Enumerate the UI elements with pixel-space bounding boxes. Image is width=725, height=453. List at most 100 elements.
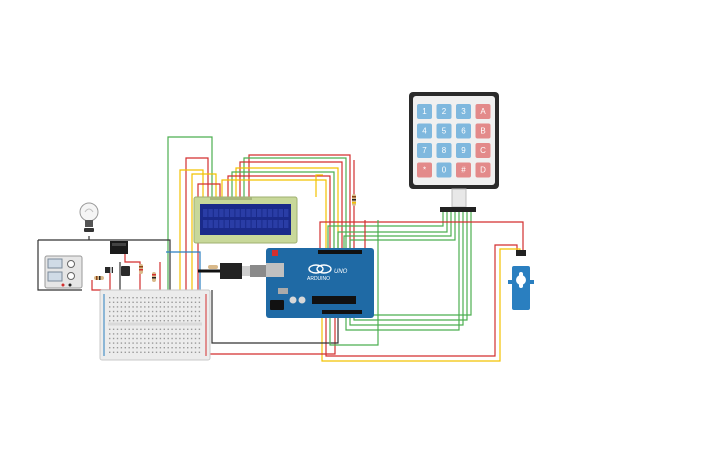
breadboard-hole bbox=[159, 315, 162, 317]
breadboard-hole bbox=[120, 351, 123, 353]
breadboard-hole bbox=[148, 320, 150, 322]
breadboard-hole bbox=[167, 347, 169, 349]
breadboard-hole bbox=[171, 347, 173, 349]
lcd-cell bbox=[251, 209, 256, 217]
lcd-cell bbox=[273, 209, 278, 217]
lcd-cell bbox=[257, 220, 262, 228]
breadboard-hole bbox=[128, 333, 130, 335]
breadboard-hole bbox=[148, 342, 150, 344]
breadboard-hole bbox=[109, 310, 111, 313]
breadboard-hole bbox=[167, 328, 169, 330]
breadboard-hole bbox=[190, 301, 193, 303]
lcd-cell bbox=[284, 209, 289, 217]
breadboard-hole bbox=[124, 320, 126, 322]
keypad-key-label: C bbox=[480, 146, 486, 155]
breadboard-hole bbox=[148, 310, 150, 313]
breadboard-hole bbox=[183, 310, 185, 313]
breadboard-hole bbox=[109, 328, 111, 330]
breadboard-hole bbox=[175, 297, 177, 299]
breadboard-hole bbox=[163, 328, 165, 330]
breadboard-hole bbox=[128, 347, 130, 349]
keypad-key bbox=[436, 123, 452, 139]
wire-red bbox=[319, 221, 524, 252]
lcd-cell bbox=[203, 220, 208, 228]
breadboard-hole bbox=[136, 301, 138, 303]
breadboard-hole bbox=[194, 315, 197, 317]
breadboard-hole bbox=[187, 297, 189, 299]
lcd-cell bbox=[230, 209, 235, 217]
breadboard-hole bbox=[132, 310, 134, 313]
breadboard-hole bbox=[194, 347, 197, 349]
breadboard-hole bbox=[136, 297, 138, 299]
breadboard-hole bbox=[116, 347, 119, 349]
breadboard-hole bbox=[171, 337, 173, 340]
keypad-key bbox=[436, 143, 452, 158]
breadboard-hole bbox=[190, 328, 193, 330]
wire-blue bbox=[166, 251, 201, 290]
breadboard-hole bbox=[112, 342, 115, 344]
breadboard-hole bbox=[167, 315, 169, 317]
breadboard-hole bbox=[151, 306, 154, 308]
breadboard-hole bbox=[116, 310, 119, 313]
breadboard-hole bbox=[183, 297, 185, 299]
breadboard-hole bbox=[151, 333, 154, 335]
breadboard-hole bbox=[194, 328, 197, 330]
breadboard-hole bbox=[109, 342, 111, 344]
breadboard-hole bbox=[132, 315, 134, 317]
power-supply bbox=[44, 255, 83, 289]
breadboard-hole bbox=[109, 337, 111, 340]
keypad-key-label: 6 bbox=[461, 127, 466, 136]
keypad-key-label: 7 bbox=[422, 146, 427, 155]
keypad-key bbox=[456, 104, 471, 119]
breadboard-hole bbox=[109, 301, 111, 303]
breadboard-hole bbox=[183, 306, 185, 308]
breadboard-hole bbox=[167, 337, 169, 340]
breadboard-hole bbox=[187, 337, 189, 340]
arduino-model-label: UNO bbox=[334, 269, 348, 275]
usb-cable bbox=[198, 263, 266, 279]
breadboard-hole bbox=[112, 315, 115, 317]
keypad-key bbox=[475, 104, 491, 119]
breadboard-hole bbox=[190, 347, 193, 349]
breadboard-hole bbox=[151, 347, 154, 349]
wire-green bbox=[349, 210, 456, 252]
breadboard-hole bbox=[175, 337, 177, 340]
breadboard-hole bbox=[198, 297, 201, 299]
breadboard-hole bbox=[167, 320, 169, 322]
breadboard-hole bbox=[132, 342, 134, 344]
breadboard-hole bbox=[124, 315, 126, 317]
breadboard-hole bbox=[163, 306, 165, 308]
breadboard-hole bbox=[163, 320, 165, 322]
breadboard-hole bbox=[151, 301, 154, 303]
breadboard-hole bbox=[159, 342, 162, 344]
breadboard-hole bbox=[120, 301, 123, 303]
breadboard-hole bbox=[155, 351, 158, 353]
keypad-key-label: 9 bbox=[461, 146, 466, 155]
breadboard-hole bbox=[112, 301, 115, 303]
breadboard-hole bbox=[151, 320, 154, 322]
breadboard-hole bbox=[144, 342, 146, 344]
reset-button bbox=[272, 250, 278, 256]
breadboard-hole bbox=[144, 333, 146, 335]
breadboard-hole bbox=[116, 306, 119, 308]
breadboard-hole bbox=[124, 337, 126, 340]
wire-green bbox=[345, 210, 460, 331]
keypad-key-label: A bbox=[480, 107, 486, 116]
keypad-key-label: 2 bbox=[442, 107, 447, 116]
breadboard-hole bbox=[116, 351, 119, 353]
wire-green bbox=[343, 210, 452, 252]
breadboard-hole bbox=[190, 297, 193, 299]
keypad-key-label: B bbox=[480, 127, 485, 136]
breadboard-hole bbox=[116, 301, 119, 303]
breadboard-hole bbox=[167, 297, 169, 299]
wire-black bbox=[211, 290, 339, 344]
lcd-cell bbox=[213, 209, 219, 217]
light-bulb bbox=[79, 202, 99, 232]
resistor bbox=[152, 272, 156, 282]
breadboard-hole bbox=[179, 347, 181, 349]
breadboard-hole bbox=[175, 320, 177, 322]
keypad-key bbox=[475, 123, 491, 139]
breadboard-hole bbox=[155, 306, 158, 308]
lcd-cell bbox=[224, 220, 229, 228]
breadboard-hole bbox=[159, 306, 162, 308]
